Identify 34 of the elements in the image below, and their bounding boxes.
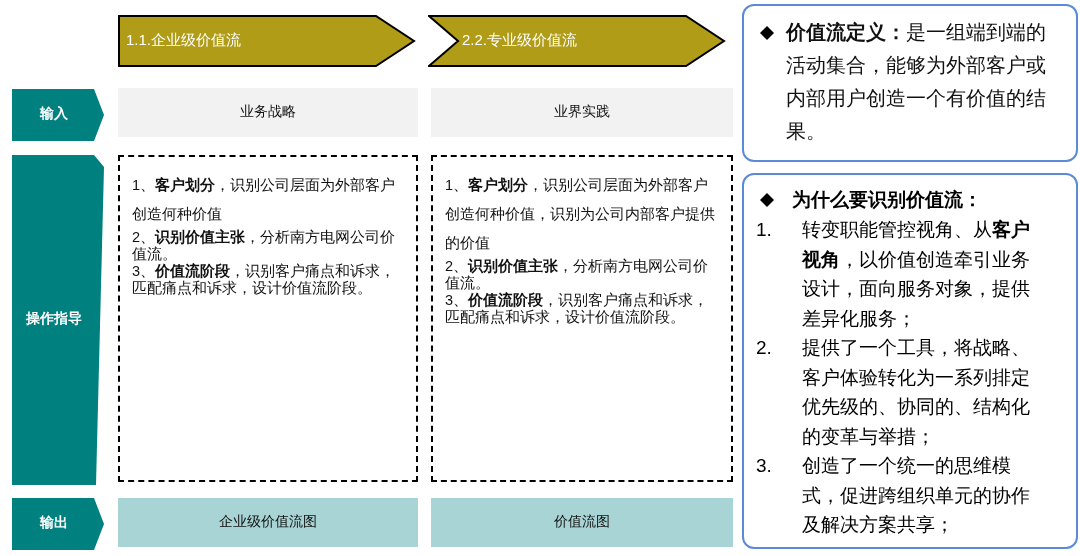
row-label: 输出 [39,514,69,532]
list-item: 提供了一个工具，将战略、客户体验转化为一系列排定优先级的、协同的、结构化的变革与举措； [802,336,1031,449]
stage-label: 1.1.企业级价值流 [126,31,242,50]
definition-text: 价值流定义：是一组端到端的活动集合，能够为外部客户或内部用户创造一个有价值的结果。 [786,20,1047,144]
row-label: 输入 [39,105,69,123]
row-tab [12,89,104,141]
output-box [431,498,733,547]
list-number: 3. [756,454,773,478]
guidance-box [118,155,418,482]
card-heading: 为什么要识别价值流： [792,188,982,212]
list-number: 1. [756,218,773,242]
guidance-text: 1、客户划分，识别公司层面为外部客户创造何种价值，识别为公司内部客户提供的价值 [445,176,716,253]
list-item: 创造了一个统一的思维模式，促进跨组织单元的协作及解决方案共享； [802,454,1031,537]
row-label: 操作指导 [25,310,83,328]
reason-card [742,173,1078,549]
guidance-text: 2、识别价值主张，分析南方电网公司价值流。 [132,229,397,263]
output-label: 价值流图 [553,512,611,531]
row-tab [12,498,104,550]
guidance-text: 1、客户划分，识别公司层面为外部客户创造何种价值 [132,176,397,224]
output-label: 企业级价值流图 [218,512,318,531]
stage-banner [118,15,416,67]
list-item: 转变职能管控视角、从客户视角，以价值创造牵引业务设计，面向服务对象，提供差异化服务； [802,218,1031,331]
definition-card [742,4,1078,162]
guidance-text: 3、价值流阶段，识别客户痛点和诉求，匹配痛点和诉求，设计价值流阶段。 [445,292,710,326]
guidance-text: 3、价值流阶段，识别客户痛点和诉求，匹配痛点和诉求，设计价值流阶段。 [132,263,397,297]
row-tab [12,155,104,485]
list-number: 2. [756,336,773,360]
guidance-text: 2、识别价值主张，分析南方电网公司价值流。 [445,258,710,292]
output-box [118,498,418,547]
stage-banner [428,15,726,67]
input-label: 业界实践 [553,102,611,121]
input-label: 业务战略 [239,102,297,121]
guidance-box [431,155,733,482]
stage-label: 2.2.专业级价值流 [462,31,578,50]
